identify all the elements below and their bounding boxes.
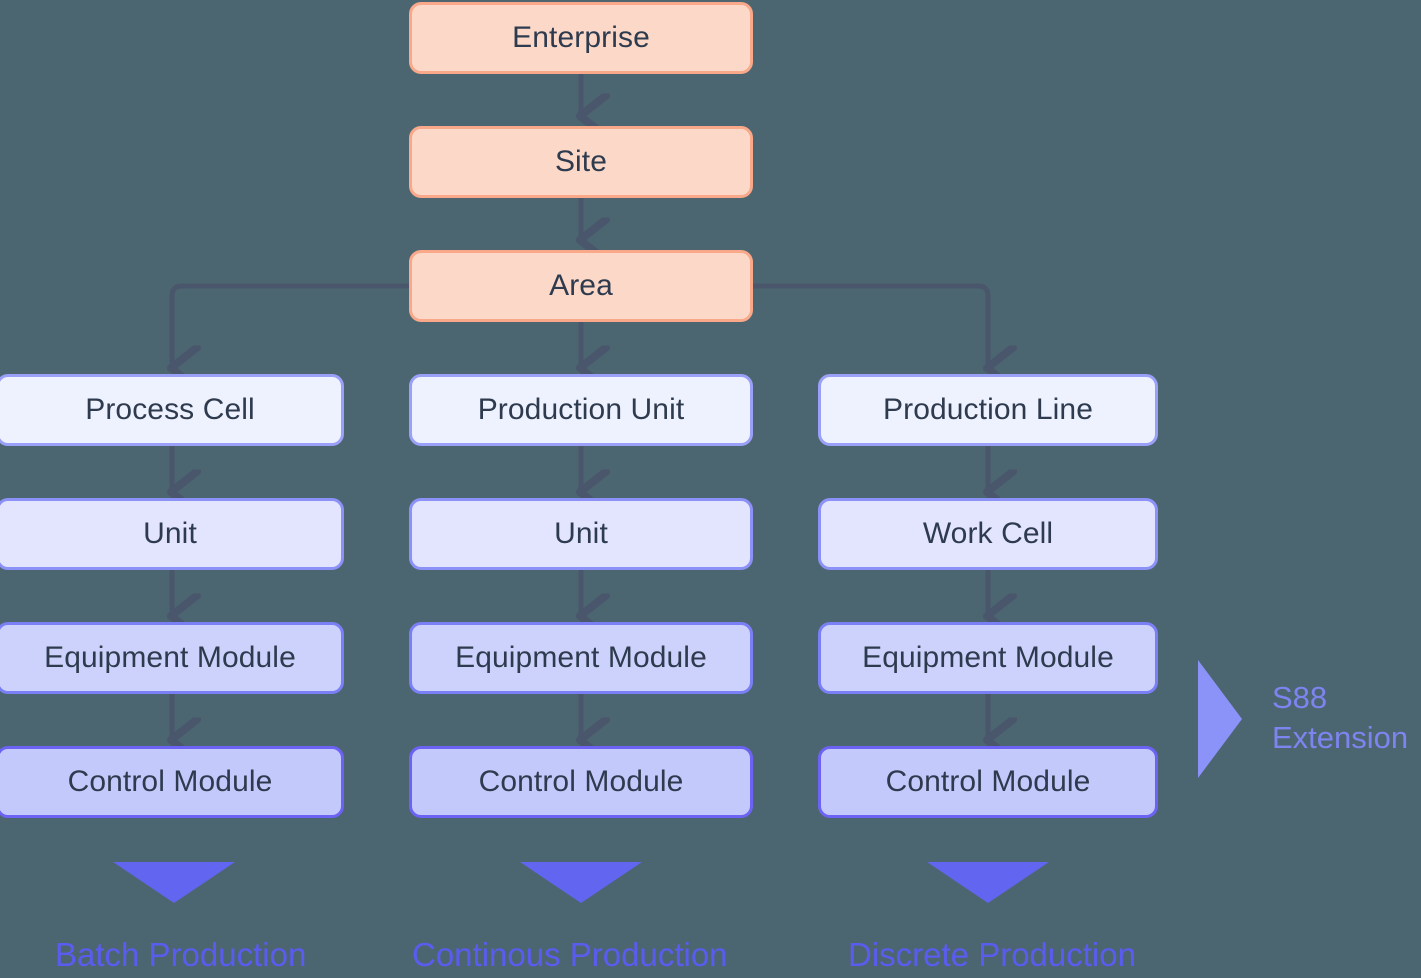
node-control-module-continuous-label: Control Module xyxy=(478,765,684,798)
node-equipment-module-batch-label: Equipment Module xyxy=(44,641,296,674)
s88-extension-line-1: S88 xyxy=(1272,680,1328,715)
node-work-cell-label: Work Cell xyxy=(922,517,1054,550)
node-site[interactable]: Site xyxy=(409,126,753,198)
node-work-cell[interactable]: Work Cell xyxy=(818,498,1158,570)
s88-extension-label: S88 Extension xyxy=(1272,678,1408,757)
node-unit-batch-label: Unit xyxy=(143,517,197,550)
node-enterprise-label: Enterprise xyxy=(512,21,650,54)
batch-output-triangle-icon xyxy=(113,862,235,903)
node-equipment-module-continuous-label: Equipment Module xyxy=(455,641,707,674)
node-site-label: Site xyxy=(554,145,608,178)
node-equipment-module-continuous[interactable]: Equipment Module xyxy=(409,622,753,694)
connector-area-production-line xyxy=(753,283,988,368)
node-equipment-module-batch[interactable]: Equipment Module xyxy=(0,622,344,694)
node-process-cell-label: Process Cell xyxy=(85,393,255,426)
node-production-line-label: Production Line xyxy=(883,393,1093,426)
node-area-label: Area xyxy=(549,269,613,302)
node-control-module-batch-label: Control Module xyxy=(67,765,273,798)
s88-extension-line-2: Extension xyxy=(1272,719,1409,755)
connector-area-process-cell xyxy=(172,283,409,368)
node-control-module-continuous[interactable]: Control Module xyxy=(409,746,753,818)
node-control-module-discrete[interactable]: Control Module xyxy=(818,746,1158,818)
mode-label-batch: Batch Production xyxy=(55,936,307,973)
node-equipment-module-discrete[interactable]: Equipment Module xyxy=(818,622,1158,694)
node-equipment-module-discrete-label: Equipment Module xyxy=(862,641,1114,674)
node-production-unit-label: Production Unit xyxy=(477,393,685,426)
node-production-line[interactable]: Production Line xyxy=(818,374,1158,446)
node-enterprise[interactable]: Enterprise xyxy=(409,2,753,74)
node-control-module-batch[interactable]: Control Module xyxy=(0,746,344,818)
mode-label-continuous: Continous Production xyxy=(412,936,728,973)
node-unit-continuous[interactable]: Unit xyxy=(409,498,753,570)
s88-extension-arrow-icon xyxy=(1198,660,1242,778)
continuous-output-triangle-icon xyxy=(520,862,642,903)
node-control-module-discrete-label: Control Module xyxy=(885,765,1091,798)
node-process-cell[interactable]: Process Cell xyxy=(0,374,344,446)
node-unit-continuous-label: Unit xyxy=(554,517,608,550)
discrete-output-triangle-icon xyxy=(927,862,1049,903)
node-area[interactable]: Area xyxy=(409,250,753,322)
mode-label-discrete: Discrete Production xyxy=(848,936,1136,973)
node-production-unit[interactable]: Production Unit xyxy=(409,374,753,446)
node-unit-batch[interactable]: Unit xyxy=(0,498,344,570)
